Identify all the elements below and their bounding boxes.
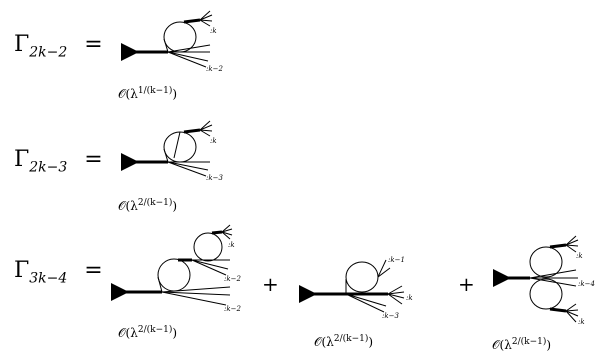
feynman-diagram-2: :k :k−3: [121, 120, 223, 182]
order-3b: 𝒪(λ2/(k−1)): [314, 334, 373, 350]
order-close: ): [172, 199, 178, 213]
order-exponent: 2/(k−1): [511, 337, 547, 347]
order-exponent: 2/(k−1): [333, 334, 369, 344]
equals-sign: =: [84, 147, 103, 172]
label-k-2b: :k−2: [224, 305, 241, 313]
order-1: 𝒪(λ1/(k−1)): [118, 86, 177, 102]
order-base: 𝒪(λ: [118, 87, 138, 101]
label-k-4: :k−4: [578, 280, 595, 288]
feynman-diagram-3b: :k−1 :k :k−3: [299, 256, 413, 320]
gamma-subscript: 2k−2: [29, 44, 68, 61]
feynman-diagram-3a: :k :k−2 :k−2: [111, 224, 241, 313]
order-exponent: 2/(k−1): [137, 325, 173, 335]
order-3c: 𝒪(λ2/(k−1)): [492, 337, 551, 353]
order-base: 𝒪(λ: [492, 338, 512, 352]
order-close: ): [172, 326, 178, 340]
label-k-2: :k−2: [206, 65, 223, 73]
order-exponent: 2/(k−1): [137, 198, 173, 208]
order-base: 𝒪(λ: [118, 326, 138, 340]
order-3a: 𝒪(λ2/(k−1)): [118, 325, 177, 341]
gamma-symbol: Γ: [14, 258, 30, 283]
order-exponent: 1/(k−1): [137, 86, 173, 96]
eq2-lhs: Γ2k−3 =: [14, 147, 103, 175]
label-k-3: :k−3: [206, 174, 223, 182]
label-k-2: :k−2: [224, 275, 241, 283]
order-2: 𝒪(λ2/(k−1)): [118, 198, 177, 214]
label-k: :k: [576, 252, 583, 260]
equals-sign: =: [84, 258, 103, 283]
plus-sign: +: [458, 272, 475, 296]
gamma-subscript: 2k−3: [29, 159, 68, 176]
plus-sign: +: [262, 272, 279, 296]
label-k: :k: [210, 27, 217, 35]
label-k-3: :k−3: [382, 312, 399, 320]
label-k-bottom: :k: [578, 318, 585, 326]
gamma-symbol: Γ: [14, 147, 30, 172]
eq3-lhs: Γ3k−4 =: [14, 258, 103, 286]
feynman-diagram-1: :k :k−2: [121, 10, 223, 73]
order-close: ): [172, 87, 178, 101]
feynman-diagram-3c: :k :k−4 :k: [493, 235, 595, 326]
eq1-lhs: Γ2k−2 =: [14, 32, 103, 60]
order-base: 𝒪(λ: [118, 199, 138, 213]
equals-sign: =: [84, 32, 103, 57]
order-close: ): [368, 335, 374, 349]
order-base: 𝒪(λ: [314, 335, 334, 349]
label-k: :k: [210, 137, 217, 145]
gamma-symbol: Γ: [14, 32, 30, 57]
order-close: ): [546, 338, 552, 352]
gamma-subscript: 3k−4: [29, 270, 68, 287]
label-k: :k: [406, 294, 413, 302]
label-k: :k: [228, 241, 235, 249]
label-k-1: :k−1: [388, 256, 405, 264]
